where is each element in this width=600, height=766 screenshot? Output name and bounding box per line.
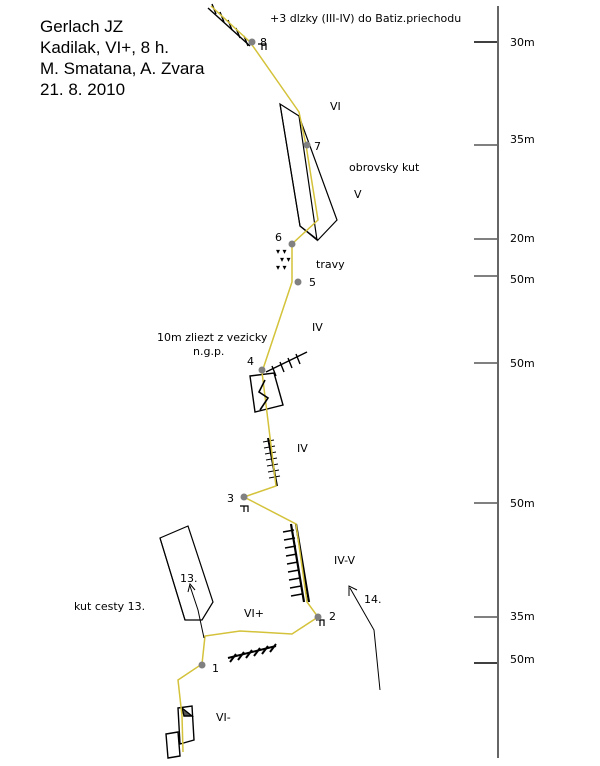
route-line	[177, 5, 320, 753]
belay-point-2	[314, 613, 322, 621]
overhang-top	[207, 3, 251, 47]
belay-label-2: 2	[329, 610, 336, 623]
header-line-1: Gerlach JZ	[40, 17, 124, 36]
grade-iv-lower: IV	[297, 442, 308, 455]
belay4-block	[249, 372, 284, 413]
pitch-scale	[474, 6, 499, 758]
route-line-detail	[257, 379, 270, 411]
note-descend-2: n.g.p.	[193, 345, 225, 358]
flake-vi-minus	[165, 705, 195, 759]
belay-point-6	[288, 240, 296, 248]
belay-label-3: 3	[227, 492, 234, 505]
scale-label: 30m	[510, 36, 535, 49]
belay-point-7	[303, 141, 311, 149]
grade-vi-plus: VI+	[244, 607, 264, 620]
scale-label: 20m	[510, 232, 535, 245]
belay-label-8: 8	[260, 36, 267, 49]
svg-text:▾ ▾: ▾ ▾	[280, 255, 291, 264]
note-corner: obrovsky kut	[349, 161, 420, 174]
route14-arrow	[348, 585, 381, 691]
topo-header: Gerlach JZ Kadilak, VI+, 8 h. M. Smatana…	[40, 16, 204, 100]
note-route14: 14.	[364, 593, 382, 606]
belay-point-8	[248, 38, 256, 46]
note-top: +3 dlzky (III-IV) do Batiz.priechodu	[270, 12, 462, 25]
scale-label: 35m	[510, 610, 535, 623]
grade-vi-minus: VI-	[216, 711, 231, 724]
scale-label: 50m	[510, 273, 535, 286]
grade-v: V	[354, 188, 362, 201]
header-line-4: 21. 8. 2010	[40, 80, 126, 99]
belay-label-1: 1	[212, 662, 219, 675]
belay-label-6: 6	[275, 231, 282, 244]
header-line-3: M. Smatana, A. Zvara	[40, 59, 205, 78]
belay-point-1	[198, 661, 206, 669]
note-corner13: kut cesty 13.	[74, 600, 146, 613]
corner13-outline	[159, 537, 186, 621]
overhang-belay4	[265, 351, 308, 377]
belay-label-4: 4	[247, 355, 254, 368]
grade-iv-upper: IV	[312, 321, 323, 334]
scale-label: 50m	[510, 653, 535, 666]
scale-label: 50m	[510, 497, 535, 510]
belay-label-7: 7	[314, 140, 321, 153]
grass-marks: ▾ ▾ ▾ ▾ ▾ ▾	[276, 247, 291, 272]
scale-label: 35m	[510, 133, 535, 146]
belay-point-3	[240, 493, 248, 501]
scale-label: 50m	[510, 357, 535, 370]
note-descend-1: 10m zliezt z vezicky	[157, 331, 268, 344]
grade-iv-v: IV-V	[334, 554, 355, 567]
belay-point-5	[294, 278, 302, 286]
belay-label-5: 5	[309, 276, 316, 289]
belay-point-4	[258, 366, 266, 374]
note-grass: travy	[316, 258, 345, 271]
header-line-2: Kadilak, VI+, 8 h.	[40, 38, 169, 57]
route13-arrow	[187, 582, 205, 639]
roof-vi-plus	[227, 643, 277, 663]
belay-points	[198, 38, 322, 669]
svg-text:▾ ▾: ▾ ▾	[276, 263, 287, 272]
svg-text:▾ ▾: ▾ ▾	[276, 247, 287, 256]
note-route13: 13.	[180, 572, 198, 585]
grade-vi: VI	[330, 100, 341, 113]
big-corner-outline	[279, 103, 338, 241]
